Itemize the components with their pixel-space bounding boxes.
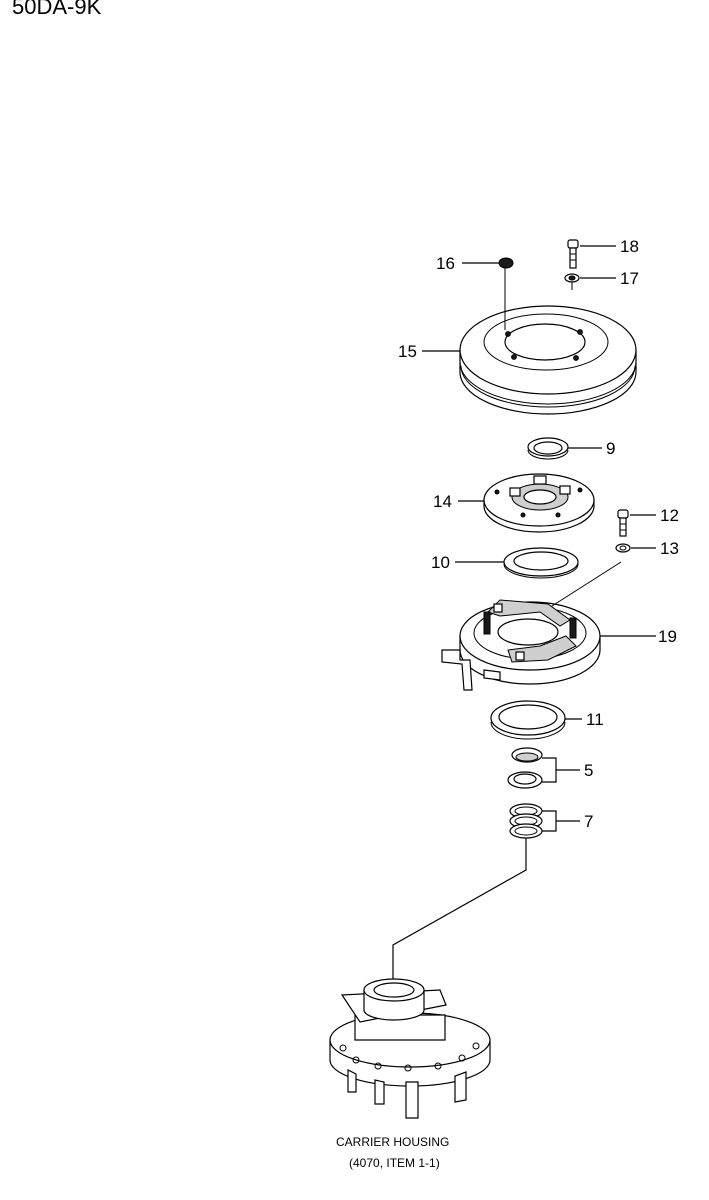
part-15-ring-housing (459, 268, 637, 415)
part-18-bolt (567, 239, 579, 269)
part-7-seal-rings (509, 803, 543, 839)
callout-17: 17 (620, 269, 639, 288)
page-title: 50DA-9K (12, 0, 102, 19)
callout-9: 9 (606, 439, 615, 458)
callout-11: 11 (586, 710, 604, 729)
part-9-snap-ring (527, 437, 569, 460)
carrier-housing-caption-line1: CARRIER HOUSING (336, 1135, 449, 1149)
callout-15: 15 (398, 342, 417, 361)
leader-carrier-housing (392, 838, 527, 990)
callout-13: 13 (660, 539, 679, 558)
carrier-housing-caption-line2: (4070, ITEM 1-1) (349, 1156, 440, 1170)
callout-10: 10 (431, 553, 450, 572)
callout-16: 16 (436, 254, 455, 273)
callout-18: 18 (620, 237, 639, 256)
callout-12: 12 (660, 506, 679, 525)
callout-7: 7 (584, 812, 593, 831)
part-12-bolt (617, 509, 629, 537)
leader-5 (542, 757, 580, 783)
part-16-plug (498, 257, 514, 269)
callout-19: 19 (658, 627, 677, 646)
callout-5: 5 (584, 761, 593, 780)
carrier-housing (329, 978, 491, 1119)
callout-14: 14 (433, 492, 452, 511)
part-13-washer (615, 543, 631, 553)
part-14-seat-plate (483, 473, 595, 533)
part-19-brake-assembly (441, 561, 622, 691)
part-5-bearing (507, 747, 543, 789)
leader-7 (542, 810, 580, 832)
part-17-washer (564, 273, 580, 290)
part-11-seal-ring (490, 700, 566, 740)
part-10-shim-ring (503, 547, 579, 579)
